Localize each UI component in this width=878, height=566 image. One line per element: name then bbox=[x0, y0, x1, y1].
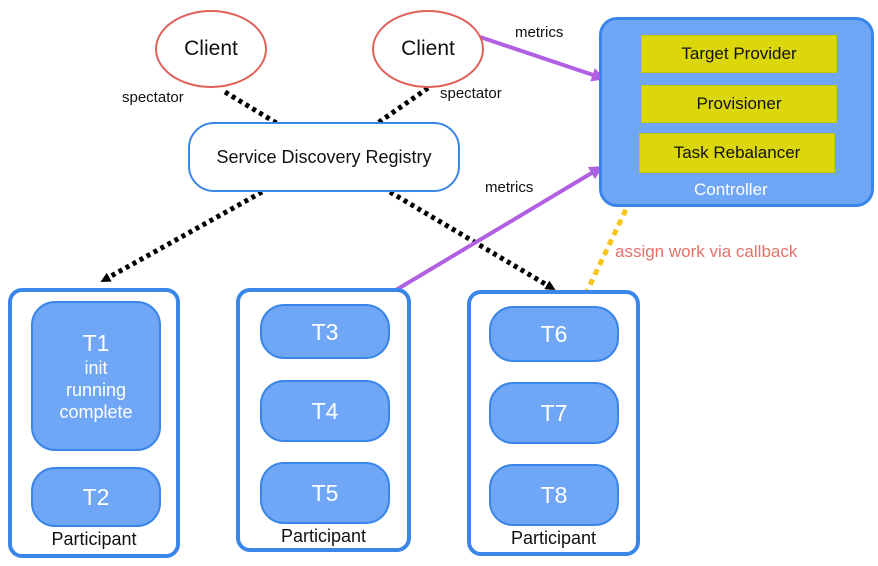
spectator-line-right bbox=[370, 85, 430, 130]
task-name: T3 bbox=[311, 318, 339, 345]
task-name: T8 bbox=[540, 482, 568, 508]
task-state: running bbox=[65, 380, 127, 400]
participant-1: T1 init running complete T2 Participant bbox=[8, 288, 180, 558]
client-node-left: Client bbox=[155, 10, 267, 88]
task-t8: T8 bbox=[489, 464, 619, 526]
task-name: T5 bbox=[311, 480, 339, 506]
component-label: Target Provider bbox=[681, 44, 797, 63]
task-t1: T1 init running complete bbox=[31, 301, 161, 451]
controller-component-task-rebalancer: Task Rebalancer bbox=[639, 133, 835, 173]
participant-title: Participant bbox=[510, 528, 597, 548]
assign-work-label: assign work via callback bbox=[615, 242, 798, 261]
task-t7: T7 bbox=[489, 382, 619, 444]
metrics-arrow-participant bbox=[394, 165, 604, 292]
controller-component-target-provider: Target Provider bbox=[641, 35, 837, 73]
participant-2: T3 T4 T5 Participant bbox=[236, 288, 411, 552]
task-t6: T6 bbox=[489, 306, 619, 362]
task-name: T4 bbox=[311, 398, 339, 424]
metrics-label-top: metrics bbox=[515, 24, 564, 41]
participant-title: Participant bbox=[280, 526, 367, 546]
controller-title: Controller bbox=[694, 180, 768, 199]
task-name: T6 bbox=[540, 321, 568, 347]
component-label: Provisioner bbox=[696, 94, 782, 113]
task-state: init bbox=[84, 358, 108, 378]
task-state: complete bbox=[59, 402, 133, 422]
spectator-line-left bbox=[223, 89, 285, 130]
task-t5: T5 bbox=[260, 462, 390, 524]
controller-component-provisioner: Provisioner bbox=[641, 85, 837, 123]
client-node-right: Client bbox=[372, 10, 484, 88]
spectator-label-left: spectator bbox=[122, 89, 184, 106]
metrics-arrow-client bbox=[479, 35, 606, 82]
component-label: Task Rebalancer bbox=[673, 143, 801, 162]
client-label: Client bbox=[184, 37, 238, 60]
task-t4: T4 bbox=[260, 380, 390, 442]
task-name: T2 bbox=[82, 484, 110, 510]
metrics-label-mid: metrics bbox=[485, 179, 534, 196]
registry-to-participant3-arrow bbox=[388, 189, 556, 291]
participant-title: Participant bbox=[51, 529, 137, 549]
task-name: T1 bbox=[82, 330, 110, 356]
service-discovery-registry: Service Discovery Registry bbox=[188, 122, 460, 192]
spectator-label-right: spectator bbox=[440, 85, 502, 102]
controller: Target Provider Provisioner Task Rebalan… bbox=[599, 17, 874, 207]
task-name: T7 bbox=[540, 400, 568, 426]
task-t3: T3 bbox=[260, 304, 390, 359]
registry-label: Service Discovery Registry bbox=[216, 146, 432, 167]
task-t2: T2 bbox=[31, 467, 161, 527]
client-label: Client bbox=[401, 37, 455, 60]
registry-to-participant1-arrow bbox=[100, 189, 264, 283]
participant-3: T6 T7 T8 Participant bbox=[467, 290, 640, 556]
